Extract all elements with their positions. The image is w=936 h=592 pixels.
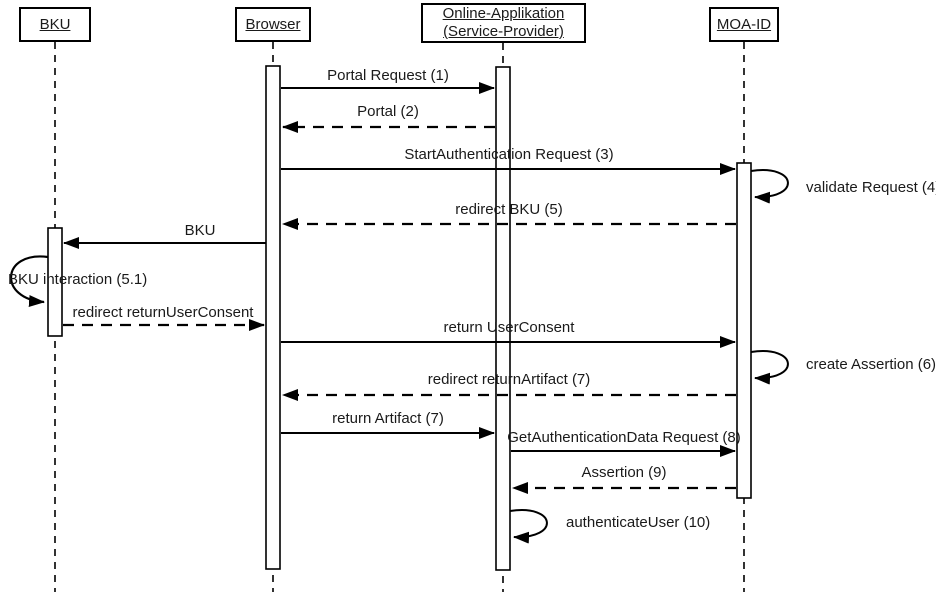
message-label-assertion-9: Assertion (9) (581, 464, 667, 481)
actor-box-online-app: Online-Applikation (Service-Provider) (421, 3, 586, 43)
message-label-bku: BKU (184, 222, 216, 239)
message-label-return-user-consent: return UserConsent (443, 319, 575, 336)
message-label-get-authentication-data-request-8: GetAuthenticationData Request (8) (507, 429, 741, 446)
message-label-redirect-return-artifact-7: redirect returnArtifact (7) (427, 371, 591, 388)
message-label-start-authentication-request-3: StartAuthentication Request (3) (404, 146, 614, 163)
self-loop-create-assertion-6 (750, 350, 789, 385)
self-loop-validate-request-4 (750, 169, 789, 204)
actor-label-moa-id: MOA-ID (716, 15, 772, 33)
message-label-authenticate-user-10: authenticateUser (10) (566, 514, 711, 531)
activation-moa-id (736, 162, 752, 499)
activation-browser (265, 65, 281, 570)
actor-box-moa-id: MOA-ID (709, 7, 779, 42)
self-loop-authenticate-user-10 (509, 509, 548, 544)
actor-label-online-app: Online-Applikation (Service-Provider) (442, 5, 565, 40)
message-label-create-assertion-6: create Assertion (6) (806, 356, 936, 373)
activation-bku (47, 227, 63, 337)
message-label-validate-request-4: validate Request (4) (806, 179, 936, 196)
message-label-return-artifact-7: return Artifact (7) (332, 410, 444, 427)
message-label-portal-2: Portal (2) (357, 103, 419, 120)
message-label-bku-interaction-5-1: BKU interaction (5.1) (8, 271, 148, 288)
message-label-portal-request-1: Portal Request (1) (327, 67, 449, 84)
activation-online-app (495, 66, 511, 571)
actor-box-bku: BKU (19, 7, 91, 42)
message-label-redirect-bku-5: redirect BKU (5) (455, 201, 563, 218)
actor-box-browser: Browser (235, 7, 311, 42)
message-label-redirect-return-user-consent: redirect returnUserConsent (72, 304, 254, 321)
actor-label-bku: BKU (39, 15, 71, 33)
actor-label-browser: Browser (245, 15, 301, 33)
self-loop-bku-interaction-5-1 (10, 255, 49, 307)
